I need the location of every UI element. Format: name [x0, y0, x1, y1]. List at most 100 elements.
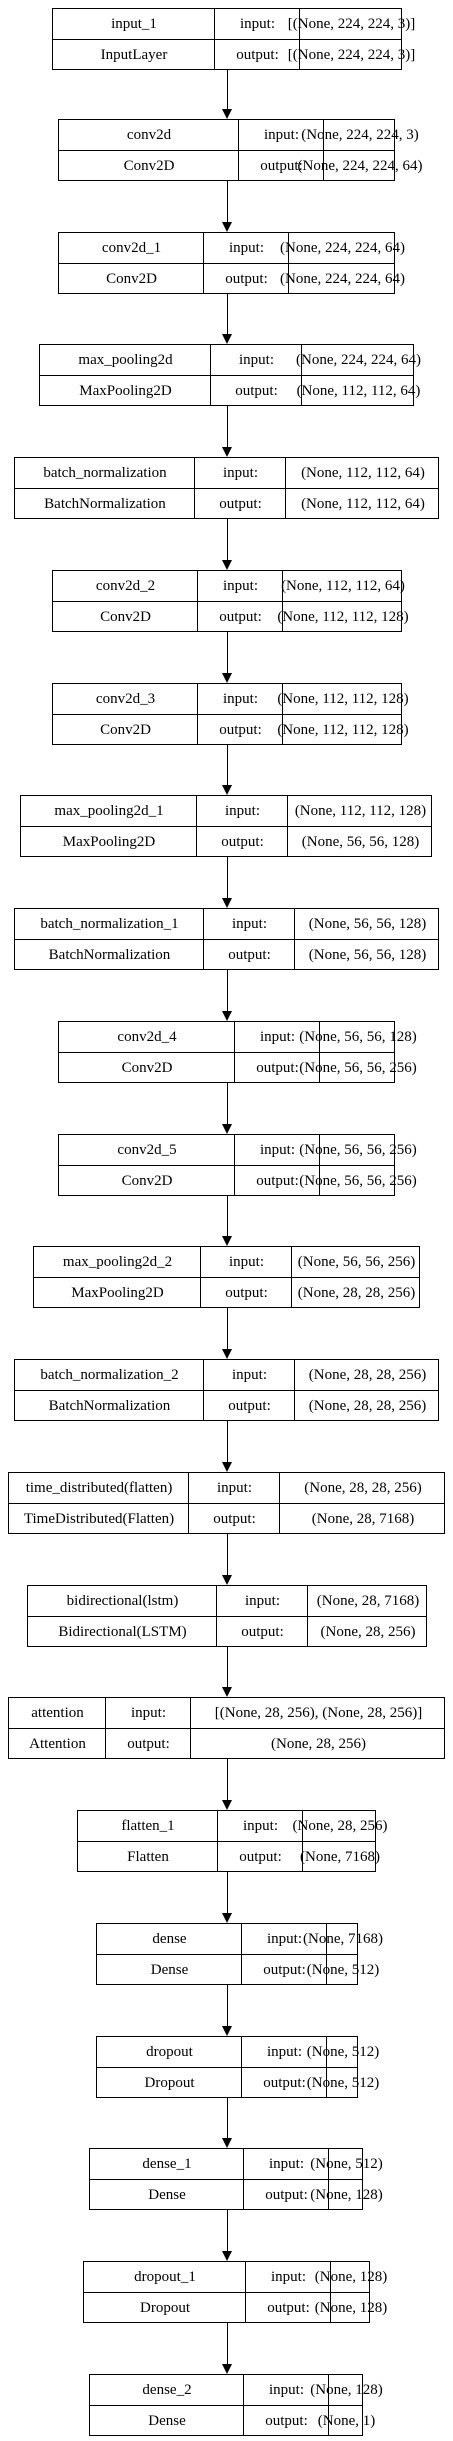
row-divider [15, 939, 438, 940]
row-divider [21, 826, 431, 827]
edge-arrow [222, 447, 232, 457]
column-divider [285, 458, 286, 518]
input-label: input: [224, 803, 260, 819]
input-label: input: [238, 352, 274, 368]
output-label: output: [256, 1173, 299, 1189]
edge-line [227, 1083, 228, 1124]
layer-type: Attention [29, 1736, 86, 1752]
layer-type: Conv2D [106, 271, 157, 287]
column-divider [203, 909, 204, 969]
column-divider [279, 1473, 280, 1533]
column-divider [194, 458, 195, 518]
layer-type: Conv2D [121, 1173, 173, 1189]
column-divider [238, 120, 239, 180]
input-label: input: [266, 2044, 302, 2060]
output-shape: (None, 28, 28, 256) [297, 1285, 416, 1301]
edge-line [227, 1647, 228, 1687]
row-divider [84, 2292, 369, 2293]
row-divider [9, 1728, 444, 1729]
output-label: output: [213, 1511, 256, 1527]
layer-type: Conv2D [100, 609, 151, 625]
input-label: input: [239, 16, 275, 32]
column-divider [294, 909, 295, 969]
edge-line [227, 294, 228, 334]
output-label: output: [219, 496, 262, 512]
row-divider [53, 601, 401, 602]
input-label: input: [263, 127, 299, 143]
edge-line [227, 2323, 228, 2364]
input-shape: (None, 224, 224, 64) [280, 240, 405, 256]
layer-name: max_pooling2d_2 [62, 1254, 173, 1270]
layer-name: max_pooling2d [78, 352, 173, 368]
layer-name: flatten_1 [121, 1818, 175, 1834]
layer-name: dropout [146, 2044, 193, 2060]
layer-name: conv2d_2 [95, 578, 156, 594]
edge-line [227, 1308, 228, 1349]
edge-arrow [222, 1800, 232, 1810]
input-label: input: [231, 916, 267, 932]
layer-name: conv2d_4 [117, 1029, 177, 1045]
output-label: output: [265, 2413, 308, 2429]
layer-node: time_distributed(flatten)TimeDistributed… [8, 1472, 445, 1534]
column-divider [200, 1247, 201, 1307]
column-divider [203, 1360, 204, 1420]
layer-name: batch_normalization_2 [40, 1367, 179, 1383]
input-shape: (None, 224, 224, 3) [301, 127, 419, 143]
output-label: output: [267, 2300, 310, 2316]
edge-arrow [222, 1236, 232, 1246]
edge-line [227, 1985, 228, 2026]
column-divider [190, 1698, 191, 1758]
column-divider [196, 796, 197, 856]
layer-name: dense_1 [142, 2156, 192, 2172]
column-divider [217, 1811, 218, 1871]
output-label: output: [225, 1285, 268, 1301]
input-label: input: [216, 1480, 252, 1496]
column-divider [288, 233, 289, 293]
layer-type: Dense [148, 2187, 186, 2203]
layer-name: time_distributed(flatten) [25, 1480, 173, 1496]
layer-node: bidirectional(lstm)Bidirectional(LSTM)in… [27, 1585, 427, 1647]
row-divider [53, 714, 401, 715]
input-shape: (None, 112, 112, 64) [301, 465, 425, 481]
layer-type: Dropout [140, 2300, 190, 2316]
input-label: input: [231, 1367, 267, 1383]
row-divider [59, 1165, 394, 1166]
layer-name: conv2d_5 [117, 1142, 177, 1158]
output-shape: (None, 28, 256) [271, 1736, 366, 1752]
row-divider [90, 2405, 362, 2406]
edge-arrow [222, 109, 232, 119]
edge-arrow [222, 1011, 232, 1021]
row-divider [15, 1390, 438, 1391]
edge-arrow [222, 1349, 232, 1359]
edge-line [227, 181, 228, 222]
column-divider [203, 233, 204, 293]
layer-type: InputLayer [100, 47, 168, 63]
input-label: input: [259, 1142, 295, 1158]
layer-type: Conv2D [123, 158, 175, 174]
row-divider [40, 375, 413, 376]
output-shape: (None, 224, 224, 64) [297, 158, 423, 174]
column-divider [210, 345, 211, 405]
output-shape: (None, 128) [314, 2300, 388, 2316]
layer-type: MaxPooling2D [71, 1285, 164, 1301]
layer-name: conv2d_1 [101, 240, 162, 256]
output-label: output: [228, 1398, 271, 1414]
edge-arrow [222, 222, 232, 232]
edge-arrow [222, 1575, 232, 1585]
edge-arrow [222, 1913, 232, 1923]
edge-line [227, 1534, 228, 1575]
edge-line [227, 1196, 228, 1236]
column-divider [105, 1698, 106, 1758]
input-label: input: [268, 2382, 304, 2398]
output-shape: (None, 224, 224, 64) [280, 271, 405, 287]
output-shape: (None, 28, 7168) [311, 1511, 415, 1527]
output-shape: (None, 1) [317, 2413, 376, 2429]
input-shape: (None, 112, 112, 128) [277, 691, 409, 707]
output-shape: (None, 56, 56, 256) [299, 1060, 417, 1076]
